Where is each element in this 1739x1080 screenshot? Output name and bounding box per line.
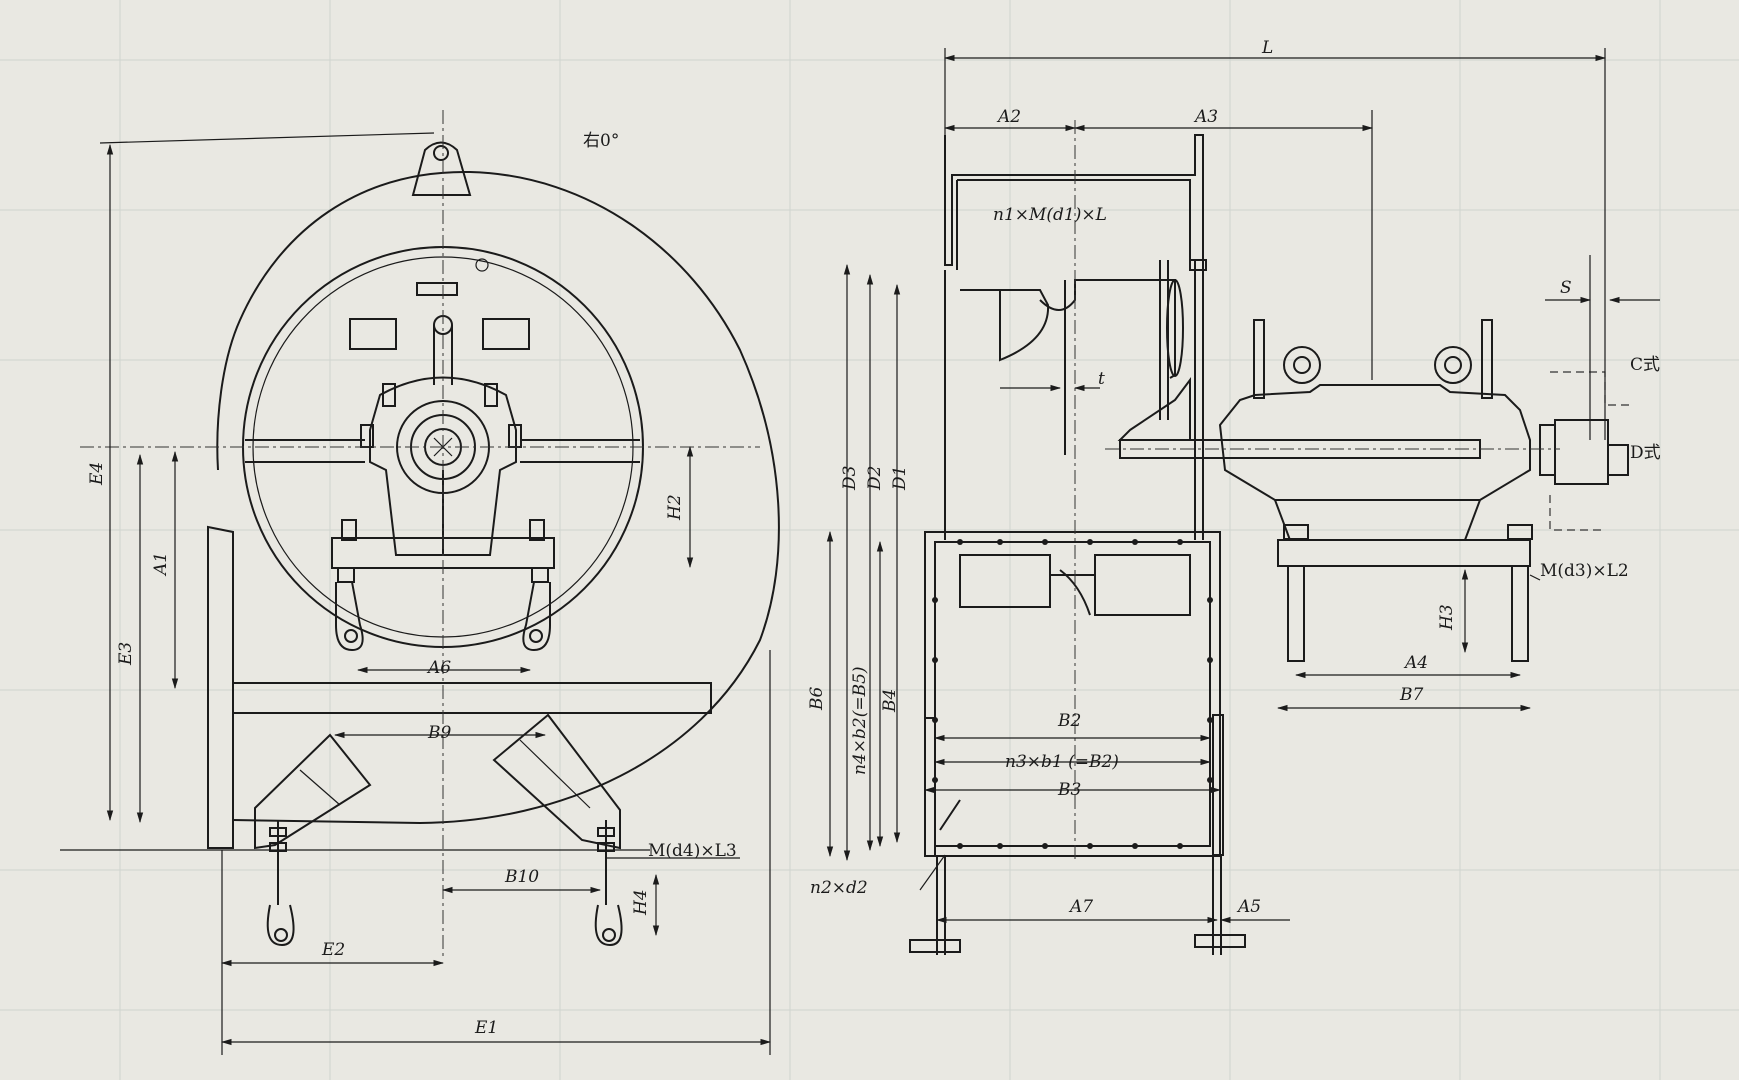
label-D-type: D式 xyxy=(1630,443,1661,463)
bearing-housing xyxy=(369,376,517,556)
base-foot-right xyxy=(1194,934,1246,948)
volute-casing xyxy=(216,170,780,825)
label-B4: B4 xyxy=(880,689,900,713)
label-B2: B2 xyxy=(1057,711,1081,731)
inspection-opening-left xyxy=(349,318,397,350)
label-A7: A7 xyxy=(1068,897,1093,917)
label-B3: B3 xyxy=(1057,780,1081,800)
label-n3b1: n3×b1 (=B2) xyxy=(1005,752,1119,772)
label-t: t xyxy=(1098,369,1105,389)
label-n4b2: n4×b2(=B5) xyxy=(850,666,870,775)
oil-gauge-right xyxy=(1481,319,1493,399)
label-B6: B6 xyxy=(807,687,827,711)
label-A2: A2 xyxy=(996,107,1021,127)
label-C-type: C式 xyxy=(1630,355,1660,375)
label-E3: E3 xyxy=(116,642,136,666)
inlet-cone xyxy=(960,289,1050,362)
lifting-lug xyxy=(411,141,472,196)
lug-hole xyxy=(433,145,449,161)
lifting-eye-left xyxy=(1283,346,1321,384)
label-D1: D1 xyxy=(890,466,910,491)
label-E2: E2 xyxy=(321,940,345,960)
label-B7: B7 xyxy=(1399,685,1423,705)
label-bolt-d4: M(d4)×L3 xyxy=(648,841,737,861)
inlet-flange-top xyxy=(944,134,1204,271)
label-A4: A4 xyxy=(1403,653,1428,673)
label-A6: A6 xyxy=(426,658,451,678)
label-S: S xyxy=(1560,278,1572,298)
label-n2d2: n2×d2 xyxy=(810,878,868,898)
label-D3: D3 xyxy=(840,466,860,491)
label-H4: H4 xyxy=(631,889,651,916)
label-flange-bolts: n1×M(d1)×L xyxy=(993,205,1107,225)
label-D2: D2 xyxy=(865,466,885,491)
name-plate xyxy=(416,282,458,296)
support-leg-left xyxy=(254,733,372,850)
oil-gauge-left xyxy=(1253,319,1265,399)
label-H3: H3 xyxy=(1437,604,1457,631)
foundation-bolt-left xyxy=(1287,565,1305,662)
label-B9: B9 xyxy=(427,723,451,743)
label-H2: H2 xyxy=(665,494,685,521)
inlet-frame xyxy=(924,531,1221,857)
base-foot-left xyxy=(909,939,961,953)
rotation-label: 右0° xyxy=(583,131,619,151)
impeller-hub xyxy=(1117,377,1191,441)
label-L: L xyxy=(1261,38,1273,58)
lifting-eye-right xyxy=(1434,346,1472,384)
foundation-bolt-right xyxy=(1511,565,1529,662)
inspection-opening-right xyxy=(482,318,530,350)
frame-bolt-holes xyxy=(932,539,1213,849)
bearing-housing-side xyxy=(1218,384,1531,501)
label-E4: E4 xyxy=(87,462,107,486)
bearing-base xyxy=(1277,539,1531,567)
label-A3: A3 xyxy=(1193,107,1218,127)
label-A1: A1 xyxy=(151,552,171,577)
front-view: 右0° E4 E3 A1 H2 A6 B9 B10 H4 E2 E1 M(d4)… xyxy=(60,110,780,1055)
label-E1: E1 xyxy=(474,1018,498,1038)
base-beam xyxy=(232,682,712,714)
coupling xyxy=(1554,419,1609,485)
label-B10: B10 xyxy=(504,867,539,887)
label-A5: A5 xyxy=(1236,897,1261,917)
outlet-flange xyxy=(207,525,234,849)
label-bolt-d3: M(d3)×L2 xyxy=(1540,561,1629,581)
side-view: L A2 A3 S n1×M(d1)×L t D3 D2 D1 C式 D式 M(… xyxy=(807,38,1661,955)
